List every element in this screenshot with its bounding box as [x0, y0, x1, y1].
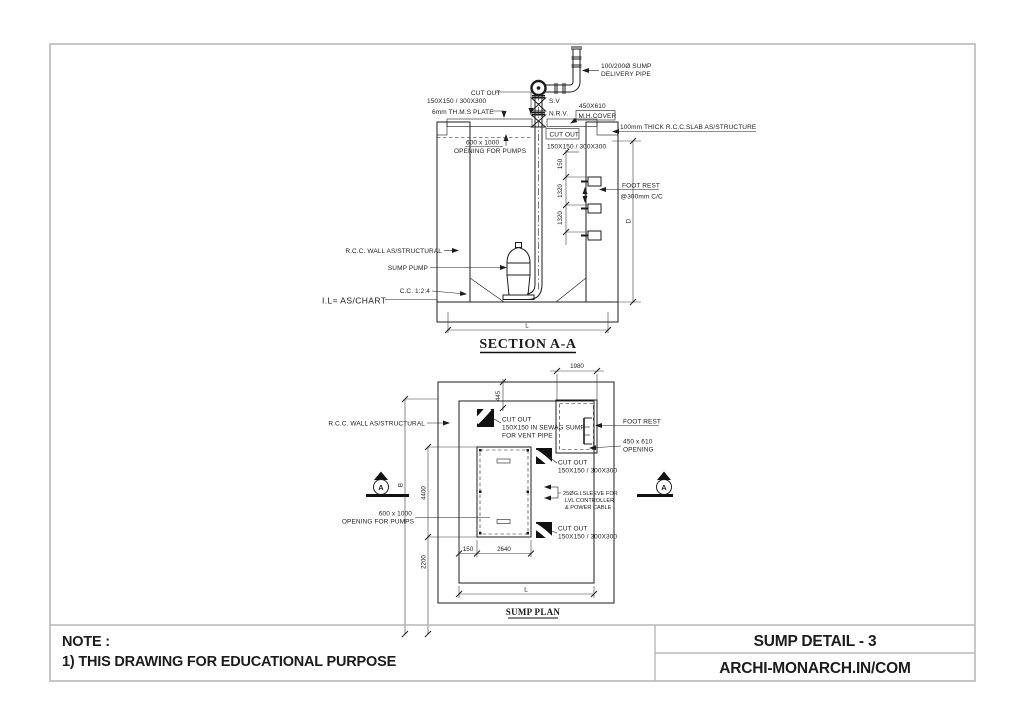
label-cutout-slab-1: CUT OUT — [550, 132, 579, 139]
ms-plate-hatch — [446, 118, 533, 127]
label-cutout-top-2: 150X150 / 300X300 — [427, 98, 486, 105]
plan-top-dim: 1980 — [550, 363, 604, 400]
title-block: NOTE : 1) THIS DRAWING FOR EDUCATIONAL P… — [50, 624, 975, 681]
label-vent-1: CUT OUT — [502, 417, 531, 424]
section-marker-right: A — [637, 471, 673, 497]
dim-section-length: L — [525, 323, 529, 330]
note-label: NOTE : — [62, 634, 110, 650]
valve-assembly — [530, 79, 547, 128]
dim-depth: D — [626, 218, 633, 223]
label-cutout-b-2: 150X150 / 300X300 — [558, 534, 617, 541]
plan-title: SUMP PLAN — [506, 607, 561, 617]
label-vent-2: 150X150 IN SEWAG SUMP — [502, 425, 585, 432]
cutout-symbol-b — [533, 522, 554, 542]
benching-right — [555, 277, 587, 303]
section-length-dim: L — [444, 312, 612, 334]
dim-footrest-3: 1320 — [557, 211, 564, 225]
brand-name: ARCHI-MONARCH.IN/COM — [719, 660, 910, 677]
plan-view: CUT OUT 150X150 IN SEWAG SUMP FOR VENT P… — [328, 363, 673, 638]
label-opening-600-1: 600 x 1000 — [379, 511, 412, 518]
sheet-border — [49, 43, 976, 682]
benching-left — [469, 277, 505, 303]
label-ms-plate: 6mm TH.M.S PLATE — [432, 109, 494, 116]
plan-pump-opening — [476, 446, 532, 538]
label-opening-600-2: OPENING FOR PUMPS — [342, 519, 415, 526]
dim-bottom-2640: 2640 — [497, 546, 511, 553]
label-cutout-a-1: CUT OUT — [558, 460, 587, 467]
label-cutout-top-1: CUT OUT — [471, 90, 500, 97]
label-rcc-wall-plan: R.C.C. WALL AS/STRUCTURAL — [328, 421, 425, 428]
section-marker-left: A — [366, 471, 409, 497]
plan-mh-room-dashed — [559, 403, 594, 450]
footrest-dim-chain: 150 1320 1320 — [557, 148, 588, 245]
nrv-symbol — [530, 114, 547, 122]
depth-dimension: D — [612, 137, 641, 306]
label-mh-cover-2: M.H.COVER — [579, 113, 617, 120]
sleeve-leaders — [544, 484, 561, 501]
dim-vent-offset: 445 — [495, 390, 502, 401]
plan-length-dim: L — [455, 586, 598, 598]
pump-riser-pipe — [534, 80, 543, 292]
label-delivery-pipe-1: 100/200Ø SUMP — [601, 63, 651, 70]
label-delivery-pipe-2: DELIVERY PIPE — [601, 71, 651, 78]
label-foot-rest-plan: FOOT REST — [623, 419, 661, 426]
cutout-symbol-vent — [473, 405, 494, 427]
label-rcc-wall-section: R.C.C. WALL AS/STRUCTURAL — [345, 248, 442, 255]
plan-outer-wall — [437, 381, 615, 604]
sump-pump — [502, 242, 543, 300]
label-opening-dim-section: 600 x 1000 — [466, 140, 499, 147]
marker-letter-left: A — [378, 483, 384, 492]
dim-bottom-150: 150 — [463, 546, 474, 553]
drawing-title: SUMP DETAIL - 3 — [754, 633, 877, 650]
marker-letter-right: A — [661, 483, 667, 492]
label-sump-pump: SUMP PUMP — [388, 265, 428, 272]
dim-plan-length: L — [524, 587, 528, 594]
label-opening-450-1: 450 x 610 — [623, 439, 653, 446]
plan-foot-rest-bracket — [583, 417, 592, 445]
cutout-symbol-a — [533, 448, 554, 468]
section-view: 150 1320 1320 D L R.C.C. WALL AS/STRUCTU… — [322, 46, 757, 354]
label-slab: 100mm THICK R.C.C.SLAB AS/STRUCTURE — [620, 124, 757, 131]
label-cutout-b-1: CUT OUT — [558, 526, 587, 533]
note-1: 1) THIS DRAWING FOR EDUCATIONAL PURPOSE — [62, 654, 397, 670]
dim-left-lower: 2200 — [421, 555, 428, 569]
slab-right-stub — [596, 121, 619, 136]
plan-left-dims: B 4400 2200 — [398, 395, 477, 638]
dim-footrest-1: 150 — [557, 158, 564, 169]
foot-rests-section — [581, 176, 602, 241]
dim-top-width: 1980 — [570, 363, 584, 370]
label-cutout-slab-2: 150X150 / 300X300 — [547, 144, 606, 151]
section-base-slab — [436, 301, 619, 323]
label-foot-rest-section-2: @300mm C/C — [621, 194, 663, 201]
dim-footrest-2: 1320 — [557, 184, 564, 198]
delivery-pipe — [545, 46, 582, 94]
dim-left-upper: 4400 — [421, 486, 428, 500]
label-opening-450-2: OPENING — [623, 447, 654, 454]
label-invert-level: I.L= AS/CHART — [322, 296, 386, 306]
label-vent-3: FOR VENT PIPE — [502, 433, 553, 440]
label-opening-text-section: OPENING FOR PUMPS — [454, 148, 527, 155]
label-sleeve-2: LVL CONTROLLER — [565, 498, 614, 504]
plan-bottom-dims: 150 2640 — [455, 540, 535, 557]
label-sv: S.V — [549, 98, 560, 105]
label-nrv: N.R.V. — [549, 111, 568, 118]
label-foot-rest-section-1: FOOT REST — [622, 183, 660, 190]
label-mh-cover-1: 450X610 — [579, 103, 606, 110]
sluice-valve-symbol — [530, 97, 547, 106]
section-title: SECTION A-A — [479, 337, 577, 352]
label-sleeve-1: 25ØG.I.SLEEVE FOR — [563, 491, 618, 497]
slab-left-stub — [436, 121, 448, 136]
label-cutout-a-2: 150X150 / 300X300 — [558, 468, 617, 475]
plan-vent-offset-dim: 445 — [495, 378, 507, 412]
dim-left-outer: B — [398, 483, 405, 487]
label-cc-mix: C.C. 1:2:4 — [400, 288, 431, 295]
plan-inner-wall — [458, 400, 595, 584]
label-sleeve-3: & POWER CABLE — [565, 505, 612, 511]
